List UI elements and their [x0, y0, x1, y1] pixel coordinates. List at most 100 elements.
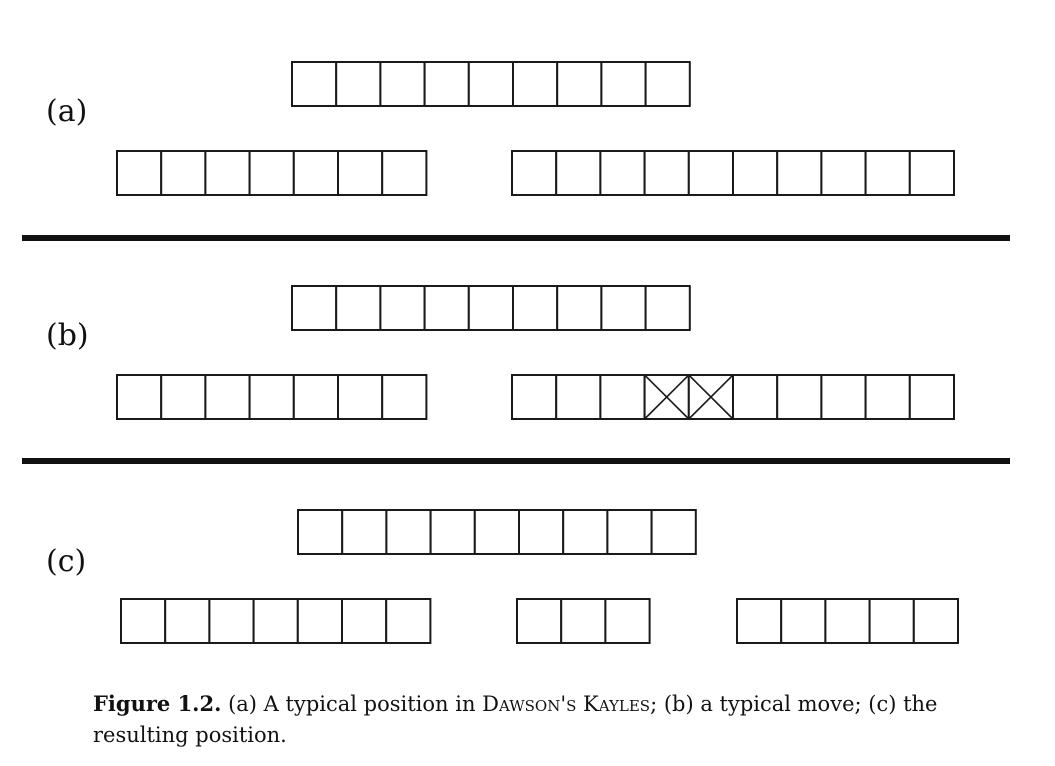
pin-cell: [297, 509, 344, 555]
pin-cell: [560, 598, 607, 644]
pin-row: [120, 598, 432, 644]
pin-cell: [473, 509, 520, 555]
game-name: Dawson's Kayles: [482, 692, 651, 716]
pin-cell: [160, 374, 207, 420]
pin-cell: [776, 374, 823, 420]
pin-cell: [600, 285, 647, 331]
panel-label: (a): [46, 94, 87, 129]
pin-cell: [248, 374, 295, 420]
pin-cell: [732, 150, 779, 196]
pin-cell: [776, 150, 823, 196]
pin-row: [736, 598, 959, 644]
pin-cell: [599, 150, 646, 196]
divider-line: [22, 235, 1010, 241]
pin-cell: [381, 150, 428, 196]
divider-line: [22, 458, 1010, 464]
pin-cell: [820, 374, 867, 420]
pin-row: [291, 285, 691, 331]
pin-cell: [429, 509, 476, 555]
pin-cell: [511, 150, 558, 196]
cross-mark: [688, 374, 734, 420]
pin-cell: [337, 374, 384, 420]
pin-cell: [600, 61, 647, 107]
pin-cell: [335, 285, 382, 331]
pin-cell: [599, 374, 646, 420]
pin-cell: [208, 598, 255, 644]
panel-label: (b): [46, 318, 89, 353]
pin-cell: [160, 150, 207, 196]
pin-row: [297, 509, 697, 555]
pin-cell: [650, 509, 697, 555]
pin-cell: [116, 150, 163, 196]
pin-cell: [736, 598, 783, 644]
pin-cell: [606, 509, 653, 555]
pin-cell: [562, 509, 609, 555]
pin-cell: [820, 150, 867, 196]
pin-cell: [335, 61, 382, 107]
pin-cell: [644, 61, 691, 107]
pin-cell: [643, 150, 690, 196]
figure-number: Figure 1.2.: [93, 691, 222, 716]
caption-text: (a) A typical position in: [221, 692, 483, 716]
pin-cell: [555, 374, 602, 420]
pin-cell: [824, 598, 871, 644]
pin-cell: [556, 61, 603, 107]
pin-cell: [341, 509, 388, 555]
pin-cell: [379, 285, 426, 331]
pin-row: [511, 374, 955, 420]
pin-cell: [912, 598, 959, 644]
dawsons-kayles-diagram: (a) (b) (c): [22, 61, 1010, 644]
pin-cell: [248, 150, 295, 196]
cross-mark: [644, 374, 690, 420]
pin-cell: [732, 374, 779, 420]
pin-cell: [291, 61, 338, 107]
pin-cell: [204, 374, 251, 420]
pin-row: [511, 150, 955, 196]
pin-cell: [379, 61, 426, 107]
pin-cell: [385, 598, 432, 644]
pin-cell: [164, 598, 211, 644]
pin-cell: [291, 285, 338, 331]
pin-cell: [120, 598, 167, 644]
pin-cell: [780, 598, 827, 644]
pin-cell: [868, 598, 915, 644]
panel-label: (c): [46, 544, 86, 579]
pin-cell: [252, 598, 299, 644]
pin-cell: [116, 374, 163, 420]
pin-cell: [423, 61, 470, 107]
pin-cell: [337, 150, 384, 196]
pin-cell: [644, 285, 691, 331]
panel-b: (b): [46, 285, 955, 420]
pin-cell: [687, 150, 734, 196]
pin-cell: [516, 598, 563, 644]
pin-cell: [204, 150, 251, 196]
pin-cell: [511, 374, 558, 420]
pin-cell: [908, 150, 955, 196]
caption-text: ; (b) a typical move; (c) the resulting …: [93, 692, 938, 747]
pin-cell: [864, 374, 911, 420]
pin-cell: [296, 598, 343, 644]
pin-row: [116, 150, 428, 196]
panel-c: (c): [46, 509, 959, 644]
pin-cell: [423, 285, 470, 331]
pin-row: [291, 61, 691, 107]
pin-cell: [512, 285, 559, 331]
pin-cell: [341, 598, 388, 644]
pin-cell: [604, 598, 651, 644]
panel-a: (a): [46, 61, 955, 196]
pin-cell: [864, 150, 911, 196]
pin-cell: [467, 61, 514, 107]
pin-cell: [555, 150, 602, 196]
pin-cell: [292, 374, 339, 420]
pin-cell: [385, 509, 432, 555]
pin-cell: [467, 285, 514, 331]
figure-caption: Figure 1.2. (a) A typical position in Da…: [93, 688, 1013, 751]
pin-row: [116, 374, 428, 420]
pin-row: [516, 598, 651, 644]
pin-cell: [292, 150, 339, 196]
pin-cell: [518, 509, 565, 555]
pin-cell: [556, 285, 603, 331]
pin-cell: [512, 61, 559, 107]
pin-cell: [908, 374, 955, 420]
pin-cell: [381, 374, 428, 420]
